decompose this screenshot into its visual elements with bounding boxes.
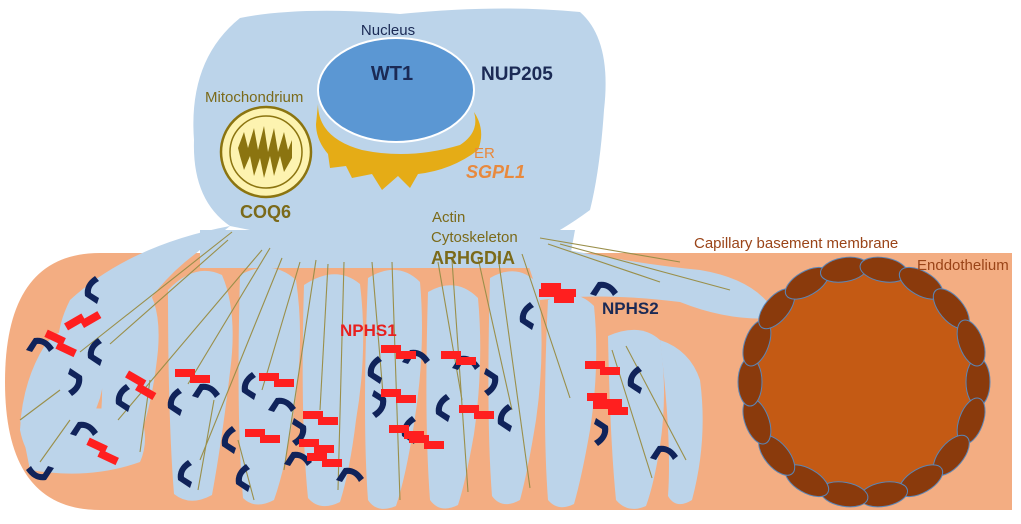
label-coq6: COQ6: [240, 202, 291, 222]
podocin-bracket: [336, 467, 364, 482]
nephrin-bar: [396, 395, 416, 403]
nephrin-bar: [318, 417, 338, 425]
foot-process: [200, 230, 575, 268]
podocin-bracket: [167, 388, 182, 416]
nephrin-bar: [556, 289, 576, 297]
podocin-bracket: [70, 421, 98, 436]
nephrin-bar: [539, 289, 559, 297]
label-nup205: NUP205: [481, 64, 553, 85]
foot-process: [545, 294, 597, 508]
nephrin-bar: [175, 369, 195, 377]
foot-process: [608, 329, 664, 509]
nephrin-bar: [260, 435, 280, 443]
nephrin-bar: [80, 311, 102, 329]
nephrin-bar: [55, 341, 77, 358]
nephrin-bar: [135, 383, 157, 401]
endoplasmic-reticulum: [316, 104, 482, 190]
label-endothelium: Enddothelium: [917, 257, 1009, 274]
nephrin-bar: [474, 411, 494, 419]
nephrin-bar: [259, 373, 279, 381]
label-sgpl1: SGPL1: [466, 162, 525, 182]
nephrin-bar: [396, 351, 416, 359]
label-mitochondrium: Mitochondrium: [205, 89, 303, 106]
nephrin-bar: [86, 437, 108, 454]
label-arhgdia: ARHGDIA: [431, 248, 515, 268]
podocin-bracket: [367, 356, 382, 384]
nephrin-bar: [424, 441, 444, 449]
nephrin-bar: [314, 445, 334, 453]
nephrin-bar: [389, 425, 409, 433]
nephrin-bar: [64, 313, 86, 331]
label-cytoskeleton: Cytoskeleton: [431, 229, 518, 246]
podocin-bracket: [497, 404, 512, 432]
podocin-bracket: [26, 466, 54, 481]
podocin-bracket: [177, 460, 192, 488]
nephrin-bar: [600, 367, 620, 375]
podocin-bracket: [68, 368, 83, 396]
nephrin-bar: [245, 429, 265, 437]
podocin-bracket: [435, 394, 450, 422]
nephrin-bar: [44, 329, 66, 346]
nephrin-bar: [303, 411, 323, 419]
mitochondrium-inner: [229, 115, 303, 189]
nephrin-bar: [456, 357, 476, 365]
nephrin-bar: [541, 283, 561, 291]
nephrin-bar: [307, 453, 327, 461]
foot-process: [660, 340, 703, 505]
nephrin-bar: [441, 351, 461, 359]
podocin-bracket: [284, 451, 312, 466]
nephrin-markers: [44, 283, 628, 467]
nephrin-bar: [459, 405, 479, 413]
label-nucleus: Nucleus: [361, 22, 415, 39]
nephrin-bar: [190, 375, 210, 383]
label-nphs2: NPHS2: [602, 299, 659, 318]
nephrin-bar: [404, 431, 424, 439]
actin-filaments: [19, 231, 731, 501]
podocin-bracket: [484, 368, 499, 396]
nephrin-bar: [299, 439, 319, 447]
podocin-bracket: [519, 302, 534, 330]
foot-process: [488, 271, 542, 505]
podocin-bracket: [268, 397, 296, 412]
label-capillary-bm: Capillary basement membrane: [694, 235, 898, 252]
podocin-bracket: [594, 418, 609, 446]
nephrin-bar: [274, 379, 294, 387]
podocin-bracket: [221, 426, 236, 454]
nephrin-bar: [381, 345, 401, 353]
mitochondrial-cristae: [238, 126, 292, 178]
podocin-bracket: [26, 337, 54, 352]
podocin-bracket: [115, 384, 130, 412]
podocin-bracket: [192, 383, 220, 398]
podocin-bracket: [84, 276, 99, 304]
nephrin-bar: [593, 401, 613, 409]
nephrin-bar: [608, 407, 628, 415]
endothelial-cell: [956, 319, 986, 367]
foot-process: [426, 285, 481, 509]
foot-process: [94, 279, 159, 455]
podocin-markers: [26, 276, 678, 492]
podocin-bracket: [87, 338, 102, 366]
label-wt1: WT1: [371, 63, 413, 85]
capillary-lumen: [746, 264, 982, 500]
nucleus: [317, 37, 475, 143]
label-nphs1: NPHS1: [340, 321, 397, 340]
podocin-bracket: [241, 372, 256, 400]
podocin-bracket: [650, 445, 678, 460]
label-er: ER: [474, 145, 495, 162]
nephrin-bar: [554, 295, 574, 303]
nephrin-bar: [125, 370, 147, 388]
podocin-bracket: [627, 366, 642, 394]
endothelial-cells: [737, 256, 991, 508]
podocin-bracket: [235, 464, 250, 492]
foot-process: [520, 240, 778, 319]
nephrin-bar: [322, 459, 342, 467]
nephrin-bar: [381, 389, 401, 397]
podocin-bracket: [590, 281, 618, 296]
nephrin-bar: [587, 393, 607, 401]
nephrin-bar: [585, 361, 605, 369]
nephrin-bar: [97, 449, 119, 466]
label-actin: Actin: [432, 209, 465, 226]
